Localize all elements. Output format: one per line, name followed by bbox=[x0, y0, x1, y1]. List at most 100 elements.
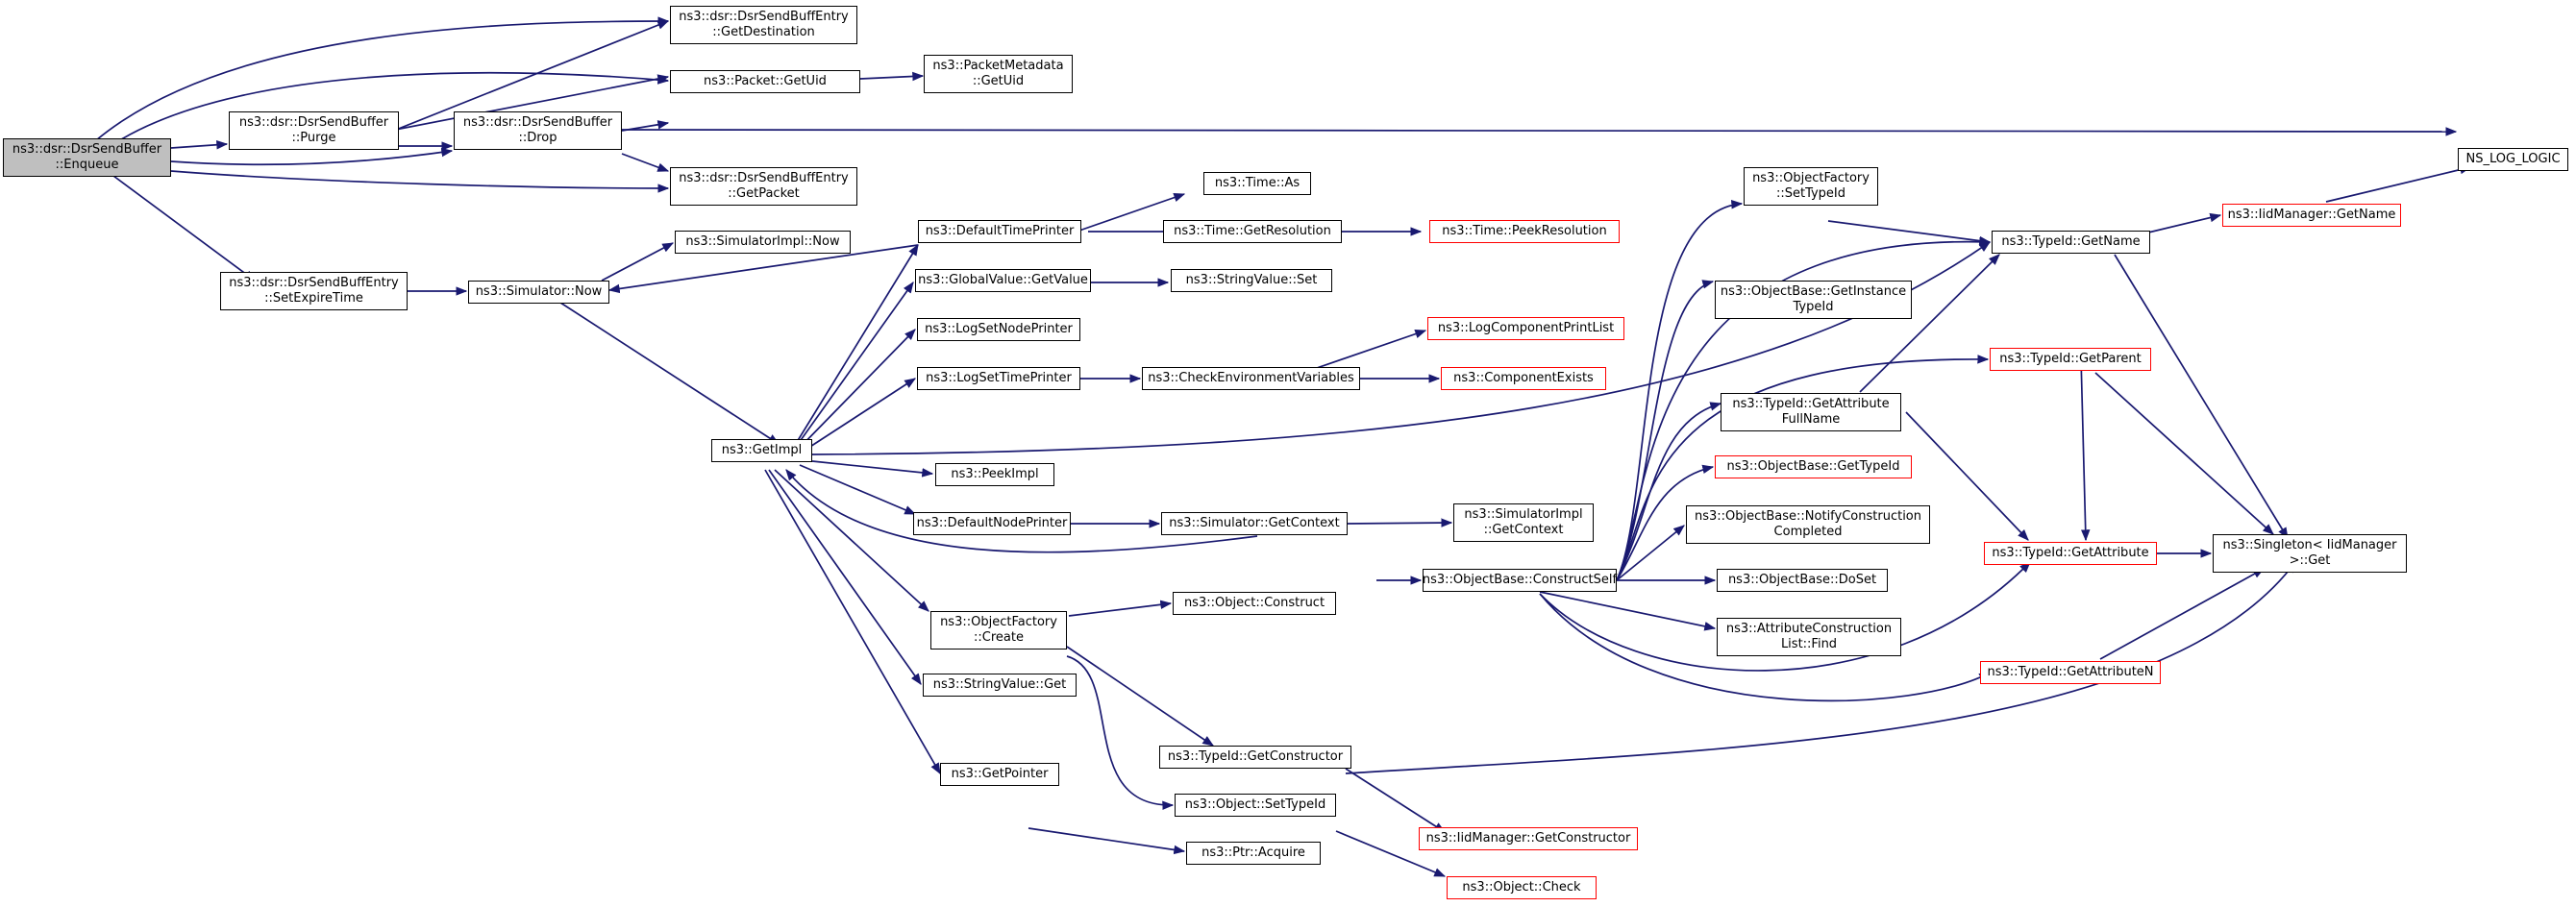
node-objectfactory-create[interactable]: ns3::ObjectFactory ::Create bbox=[930, 611, 1067, 650]
node-time-peekresolution[interactable]: ns3::Time::PeekResolution bbox=[1429, 220, 1620, 243]
node-defaulttimeprinter[interactable]: ns3::DefaultTimePrinter bbox=[918, 220, 1081, 243]
node-label: ns3::DefaultTimePrinter bbox=[925, 224, 1075, 238]
edge bbox=[601, 242, 675, 282]
node-dsrsendbuffentry-getdestination[interactable]: ns3::dsr::DsrSendBuffEntry ::GetDestinat… bbox=[670, 6, 857, 44]
node-label-line: Completed bbox=[1773, 525, 1843, 539]
edge bbox=[621, 153, 670, 172]
node-simulator-getcontext[interactable]: ns3::Simulator::GetContext bbox=[1161, 512, 1348, 535]
edge bbox=[389, 74, 670, 132]
edge bbox=[1347, 518, 1453, 527]
node-label: ns3::GlobalValue::GetValue bbox=[918, 273, 1088, 287]
node-checkenvironmentvariables[interactable]: ns3::CheckEnvironmentVariables bbox=[1142, 367, 1360, 390]
node-label: ns3::Object::Construct bbox=[1183, 596, 1325, 610]
node-dsrsendbuffer-drop[interactable]: ns3::dsr::DsrSendBuffer ::Drop bbox=[454, 111, 622, 150]
edge bbox=[2114, 254, 2289, 540]
node-object-settypeid[interactable]: ns3::Object::SetTypeId bbox=[1175, 794, 1336, 817]
node-typeid-getname[interactable]: ns3::TypeId::GetName bbox=[1992, 231, 2150, 254]
node-simulatorimpl-getcontext[interactable]: ns3::SimulatorImpl ::GetContext bbox=[1453, 503, 1594, 542]
node-label: ns3::TypeId::GetConstructor bbox=[1167, 749, 1344, 764]
node-getpointer[interactable]: ns3::GetPointer bbox=[940, 763, 1059, 786]
edge bbox=[799, 464, 917, 515]
node-label: ns3::IidManager::GetName bbox=[2227, 208, 2396, 222]
edge bbox=[1827, 220, 1992, 246]
node-simulator-now[interactable]: ns3::Simulator::Now bbox=[468, 281, 609, 304]
node-label-line: ::Drop bbox=[518, 131, 557, 145]
node-iidmanager-getconstructor[interactable]: ns3::IidManager::GetConstructor bbox=[1419, 827, 1638, 850]
node-label: ns3::Object::Check bbox=[1462, 880, 1581, 895]
node-label: NS_LOG_LOGIC bbox=[2465, 152, 2561, 166]
node-object-construct[interactable]: ns3::Object::Construct bbox=[1173, 592, 1336, 615]
node-dsrsendbuffentry-setexpiretime[interactable]: ns3::dsr::DsrSendBuffEntry ::SetExpireTi… bbox=[220, 272, 408, 310]
node-label: ns3::LogSetTimePrinter bbox=[926, 371, 1072, 385]
node-objectfactory-settypeid[interactable]: ns3::ObjectFactory ::SetTypeId bbox=[1744, 167, 1878, 206]
node-objectbase-getinstancetypeid[interactable]: ns3::ObjectBase::GetInstance TypeId bbox=[1715, 281, 1912, 319]
edge bbox=[811, 460, 934, 478]
node-dsrsendbuffentry-getpacket[interactable]: ns3::dsr::DsrSendBuffEntry ::GetPacket bbox=[670, 167, 857, 206]
edge bbox=[1345, 561, 2296, 774]
edge bbox=[2094, 372, 2274, 535]
edge bbox=[768, 469, 922, 685]
node-label: ns3::TypeId::GetAttribute bbox=[1992, 546, 2149, 560]
node-ns-log-logic[interactable]: NS_LOG_LOGIC bbox=[2458, 148, 2568, 171]
node-simulatorimpl-now[interactable]: ns3::SimulatorImpl::Now bbox=[675, 231, 851, 254]
node-label: ns3::ObjectBase::ConstructSelf bbox=[1422, 573, 1618, 587]
node-typeid-getconstructor[interactable]: ns3::TypeId::GetConstructor bbox=[1159, 746, 1351, 769]
node-singleton-iidmanager-get[interactable]: ns3::Singleton< IidManager >::Get bbox=[2213, 534, 2407, 573]
node-componentexists[interactable]: ns3::ComponentExists bbox=[1441, 367, 1606, 390]
node-label-line: ns3::dsr::DsrSendBuffer bbox=[462, 115, 613, 130]
node-logcomponentprintlist[interactable]: ns3::LogComponentPrintList bbox=[1427, 317, 1624, 340]
node-dsrsendbuffer-purge[interactable]: ns3::dsr::DsrSendBuffer ::Purge bbox=[229, 111, 399, 150]
edge bbox=[1616, 280, 1715, 581]
node-time-as[interactable]: ns3::Time::As bbox=[1203, 172, 1311, 195]
node-label: ns3::Simulator::GetContext bbox=[1169, 516, 1340, 530]
node-objectbase-notifyconstructioncompleted[interactable]: ns3::ObjectBase::NotifyConstruction Comp… bbox=[1686, 505, 1930, 544]
node-objectbase-gettypeid[interactable]: ns3::ObjectBase::GetTypeId bbox=[1715, 455, 1912, 478]
node-label: ns3::ObjectBase::DoSet bbox=[1727, 573, 1877, 587]
edge bbox=[1345, 768, 1447, 833]
node-typeid-getattributen[interactable]: ns3::TypeId::GetAttributeN bbox=[1980, 661, 2161, 684]
node-attributeconstructionlist-find[interactable]: ns3::AttributeConstruction List::Find bbox=[1717, 618, 1901, 656]
node-objectbase-doset[interactable]: ns3::ObjectBase::DoSet bbox=[1717, 569, 1888, 592]
node-label: ns3::GetPointer bbox=[951, 767, 1049, 781]
node-typeid-getparent[interactable]: ns3::TypeId::GetParent bbox=[1990, 348, 2151, 371]
node-iidmanager-getname[interactable]: ns3::IidManager::GetName bbox=[2222, 204, 2401, 227]
node-logsetnodeprinter[interactable]: ns3::LogSetNodePrinter bbox=[917, 318, 1080, 341]
node-dsrsendbuffer-enqueue[interactable]: ns3::dsr::DsrSendBuffer ::Enqueue bbox=[3, 138, 171, 177]
node-logsettimeprinter[interactable]: ns3::LogSetTimePrinter bbox=[917, 367, 1080, 390]
node-typeid-getattributefullname[interactable]: ns3::TypeId::GetAttribute FullName bbox=[1721, 393, 1901, 431]
node-label-line: ns3::ObjectFactory bbox=[1752, 171, 1870, 185]
node-label-line: >::Get bbox=[2289, 553, 2331, 568]
node-stringvalue-get[interactable]: ns3::StringValue::Get bbox=[923, 674, 1077, 697]
node-getimpl[interactable]: ns3::GetImpl bbox=[711, 439, 812, 462]
node-label-line: ns3::ObjectFactory bbox=[940, 615, 1057, 629]
node-stringvalue-set[interactable]: ns3::StringValue::Set bbox=[1171, 269, 1332, 292]
edge bbox=[1076, 193, 1186, 233]
node-label: ns3::Ptr::Acquire bbox=[1201, 846, 1305, 860]
node-packet-getuid[interactable]: ns3::Packet::GetUid bbox=[670, 70, 860, 93]
node-peekimpl[interactable]: ns3::PeekImpl bbox=[935, 463, 1054, 486]
node-label: ns3::DefaultNodePrinter bbox=[916, 516, 1068, 530]
node-label-line: ::GetDestination bbox=[712, 25, 815, 39]
node-defaultnodeprinter[interactable]: ns3::DefaultNodePrinter bbox=[913, 512, 1071, 535]
node-label-line: List::Find bbox=[1780, 637, 1838, 651]
edge bbox=[170, 139, 229, 150]
edge bbox=[1028, 827, 1186, 855]
edge bbox=[1335, 830, 1447, 877]
edge bbox=[1066, 646, 1214, 747]
node-time-getresolution[interactable]: ns3::Time::GetResolution bbox=[1163, 220, 1342, 243]
edge bbox=[170, 147, 454, 165]
edge bbox=[112, 71, 670, 145]
node-object-check[interactable]: ns3::Object::Check bbox=[1447, 876, 1597, 899]
node-label: ns3::IidManager::GetConstructor bbox=[1425, 831, 1631, 846]
node-ptr-acquire[interactable]: ns3::Ptr::Acquire bbox=[1186, 842, 1321, 865]
node-label-line: ns3::dsr::DsrSendBuffer bbox=[238, 115, 389, 130]
node-globalvalue-getvalue[interactable]: ns3::GlobalValue::GetValue bbox=[915, 269, 1091, 292]
node-packetmetadata-getuid[interactable]: ns3::PacketMetadata ::GetUid bbox=[924, 55, 1073, 93]
node-label-line: ns3::ObjectBase::GetInstance bbox=[1720, 284, 1907, 299]
node-label: ns3::ObjectBase::GetTypeId bbox=[1726, 459, 1900, 474]
node-label-line: ::GetPacket bbox=[728, 186, 800, 201]
node-typeid-getattribute[interactable]: ns3::TypeId::GetAttribute bbox=[1984, 542, 2157, 565]
node-label-line: ::Create bbox=[974, 630, 1024, 645]
node-objectbase-constructself[interactable]: ns3::ObjectBase::ConstructSelf bbox=[1423, 569, 1617, 592]
node-label-line: ns3::dsr::DsrSendBuffEntry bbox=[229, 276, 399, 290]
